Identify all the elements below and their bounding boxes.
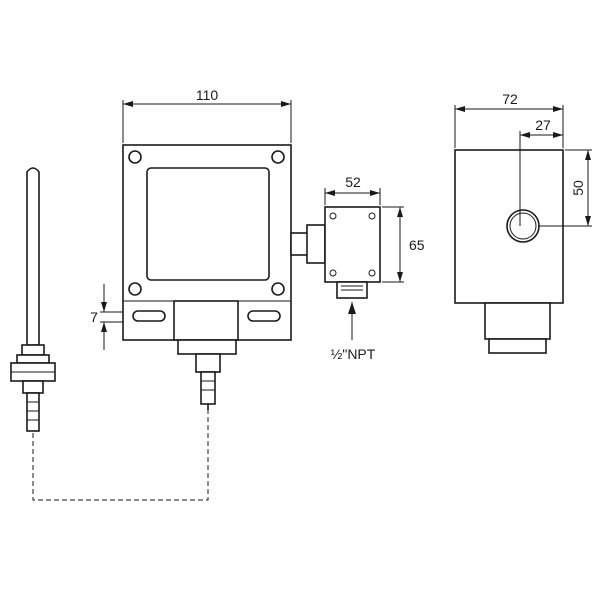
dimension-72: 72 [454, 91, 564, 148]
npt-label: ½"NPT [331, 346, 376, 362]
dimension-label-50: 50 [570, 180, 586, 196]
dimension-110: 110 [122, 87, 292, 143]
dimension-label-110: 110 [196, 87, 219, 103]
main-housing [122, 144, 292, 410]
dimension-50: 50 [539, 149, 592, 227]
dimension-label-65: 65 [409, 237, 425, 253]
dimension-52: 52 [324, 174, 381, 205]
dimension-7: 7 [90, 284, 123, 350]
dimension-label-27: 27 [535, 117, 551, 133]
npt-callout: ½"NPT [331, 302, 376, 362]
side-view [454, 149, 564, 354]
dimension-label-7: 7 [90, 309, 98, 325]
dimension-label-52: 52 [345, 174, 361, 190]
dimension-65: 65 [382, 206, 425, 283]
capillary-line [32, 404, 209, 501]
junction-box [290, 206, 381, 299]
temperature-probe [10, 167, 56, 432]
dimension-label-72: 72 [502, 91, 518, 107]
dimension-27: 27 [519, 117, 563, 226]
